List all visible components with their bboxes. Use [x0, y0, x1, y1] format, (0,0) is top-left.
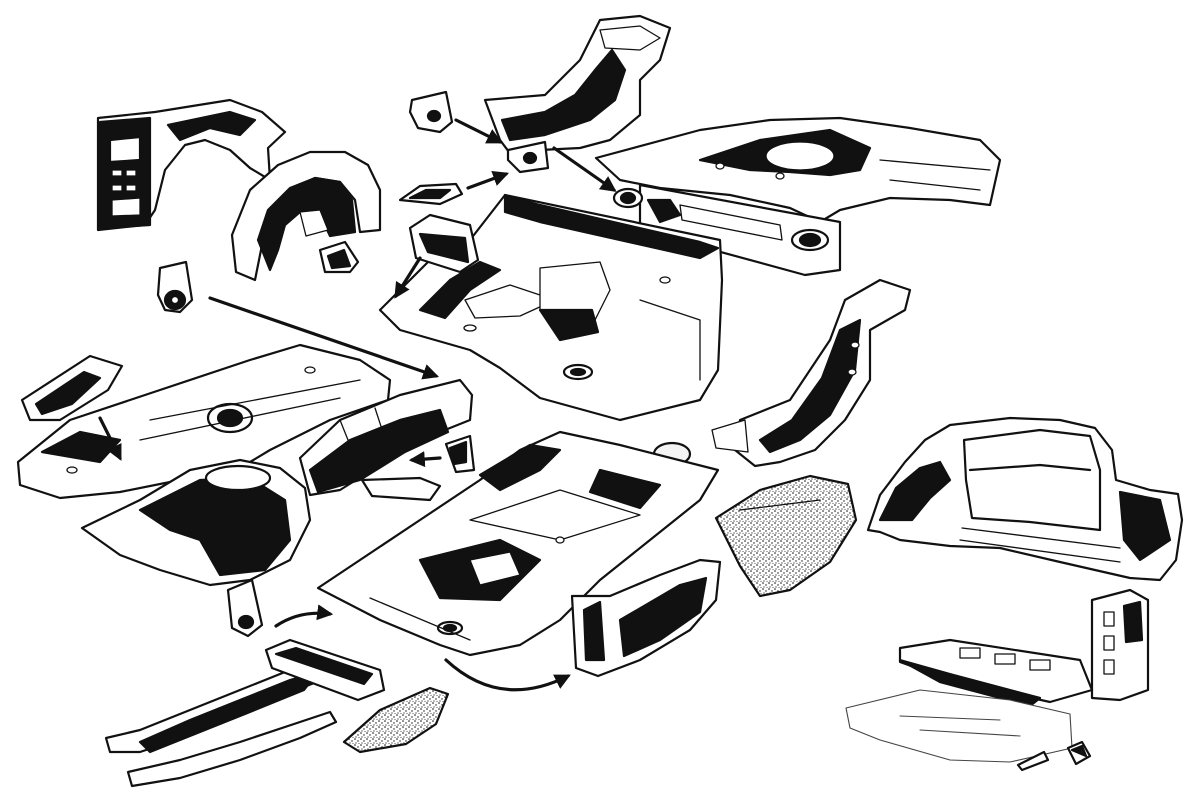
rocker-patch-panel — [342, 686, 450, 754]
rear-spring-hanger — [156, 260, 194, 314]
sill-cover-plate — [264, 638, 386, 702]
jack-point-clip — [398, 182, 464, 206]
shock-mount-bracket — [408, 90, 454, 134]
complete-body-shell — [866, 416, 1184, 582]
rear-valance-tray — [594, 116, 1002, 224]
heelboard-panel — [570, 558, 722, 678]
clip-small-right — [1016, 740, 1092, 772]
clip-small — [226, 578, 264, 638]
front-bulkhead-footwell — [80, 458, 312, 587]
rear-chassis-leg — [483, 14, 672, 174]
outer-sill-section — [126, 710, 338, 788]
bump-stop-bracket — [612, 187, 644, 209]
transmission-tunnel — [298, 378, 474, 497]
seat-panel-speckled — [714, 474, 858, 598]
rear-wheel-arch — [230, 150, 382, 282]
seat-mount-bracket — [20, 354, 124, 422]
rear-quarter-inner-panel — [96, 98, 287, 232]
floor-stiffener — [444, 434, 476, 474]
small-bracket-left — [318, 240, 360, 274]
pedal-box-bracket — [408, 213, 480, 274]
front-chassis-leg — [711, 278, 912, 468]
inner-sill-rail — [360, 476, 442, 502]
front-floor-pan-main — [316, 430, 720, 657]
inner-sill-rail-right — [898, 638, 1094, 708]
door-pillar-b-post — [1090, 588, 1150, 702]
